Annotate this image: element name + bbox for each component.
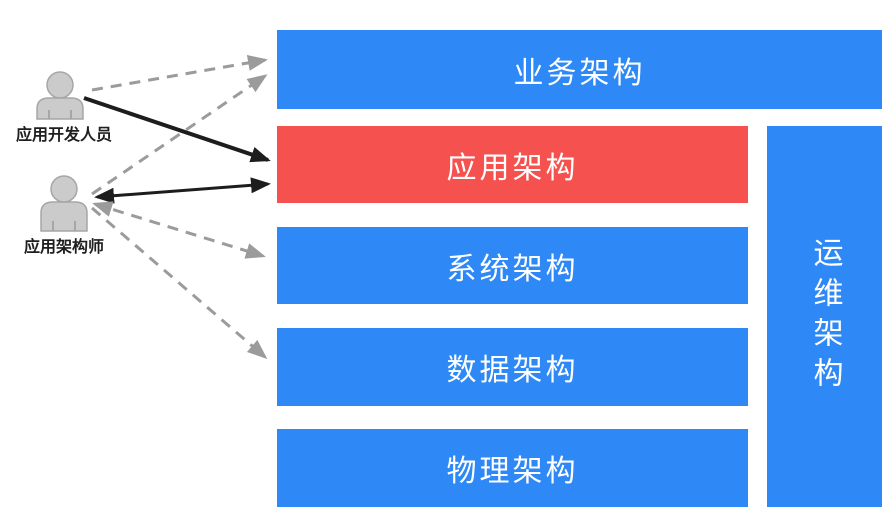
developer-head (46, 71, 74, 99)
architect-label: 应用架构师 (23, 237, 105, 256)
developer-person-icon (36, 71, 84, 120)
layer-application-architecture-label: 应用架构 (446, 150, 579, 186)
developer-body (36, 97, 84, 120)
architect-head (50, 175, 78, 203)
layer-application-architecture: 应用架构 (277, 126, 748, 203)
edge-architect-to-business (91, 74, 268, 196)
edge-architect-to-application (94, 177, 271, 204)
layer-data-architecture-label: 数据架构 (446, 353, 579, 388)
layer-system-architecture-label: 系统架构 (446, 251, 579, 287)
developer-label: 应用开发人员 (15, 125, 113, 144)
layer-system-architecture: 系统架构 (277, 227, 748, 304)
layer-data-architecture: 数据架构 (277, 328, 748, 406)
layer-operations-architecture: 运维架构 (767, 126, 882, 507)
edge-architect-to-system (92, 201, 266, 259)
edge-developer-to-business (91, 55, 268, 92)
layer-business-architecture: 业务架构 (277, 30, 882, 109)
layer-physical-architecture-label: 物理架构 (446, 454, 579, 489)
layer-physical-architecture: 物理架构 (277, 429, 748, 507)
edge-architect-to-data (91, 206, 268, 359)
edge-developer-to-application (83, 96, 271, 163)
architect-person-icon (40, 175, 88, 232)
layer-business-architecture-label: 业务架构 (513, 55, 646, 91)
layer-operations-architecture-label: 运维架构 (807, 236, 843, 397)
architect-body (40, 201, 88, 232)
